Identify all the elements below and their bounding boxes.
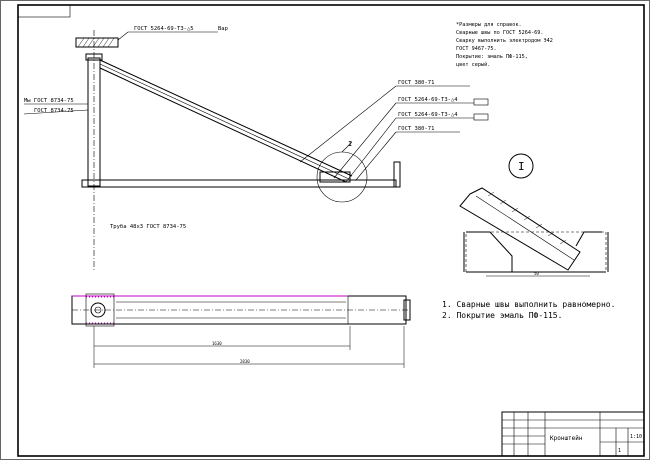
plan-bolt-hole [90,302,106,318]
title-block: Кронштейн 1:10 1 [501,411,645,457]
callout-weld-2: ГОСТ 5264-69-Т3-△4 [398,112,458,118]
tech-req-line-6: цвет серый. [456,62,490,68]
technical-requirements: *Размеры для справок. Сварные швы по ГОС… [456,22,553,68]
bottom-note-1: 1. Сварные швы выполнить равномерно. [442,300,615,309]
tech-req-line-4: ГОСТ 9467-75. [456,46,497,52]
bottom-notes: 1. Сварные швы выполнить равномерно. 2. … [442,300,615,320]
left-callout-2: ГОСТ 8734-75 [34,108,74,114]
tech-req-line-5: Покрытие: эмаль ПФ-115, [456,54,528,60]
plan-dim-short: 1630 [212,341,222,346]
top-weld-tag: Вар [218,26,228,32]
title-block-scale: 1:10 [630,434,642,440]
plan-view: 1630 2830 [71,293,411,368]
detail-hatch [487,191,567,245]
detail-tag: I [348,140,352,148]
drawing-frame [17,4,645,457]
diagonal-brace [99,59,353,183]
tech-req-line-2: Сварные швы по ГОСТ 5264-69. [456,30,543,36]
vertical-post [85,30,103,272]
detail-circle [316,151,368,203]
detail-label-circle [508,153,534,179]
top-weld-callout: ГОСТ 5264-69-Т3-△5 [134,26,194,32]
bottom-note-2: 2. Покрытие эмаль ПФ-115. [442,311,562,320]
elevation-view: I ГОСТ 5264-69-Т3-△5 Вар Мы ГОСТ 8734-75… [23,26,489,272]
view-caption: Труба 48х3 ГОСТ 8734-75 [110,223,186,230]
corner-stamp [17,4,71,18]
title-block-sheet: 1 [618,448,621,454]
tech-req-line-3: Сварку выполнить электродом Э42 [456,38,553,44]
detail-dim: 50 [534,271,539,276]
detail-label: I [518,160,525,173]
left-callout-1: Мы ГОСТ 8734-75 [24,98,74,104]
title-block-title: Кронштейн [550,435,583,442]
detail-view: I 50 [459,153,609,277]
callout-steel-2: ГОСТ 380-71 [398,126,434,132]
callout-weld-1: ГОСТ 5264-69-Т3-△4 [398,97,458,103]
top-mount-plate [75,37,119,48]
callout-steel-1: ГОСТ 380-71 [398,80,434,86]
plan-dim-long: 2830 [240,359,250,364]
horizontal-beam [81,161,401,188]
tech-req-line-1: *Размеры для справок. [456,22,522,28]
